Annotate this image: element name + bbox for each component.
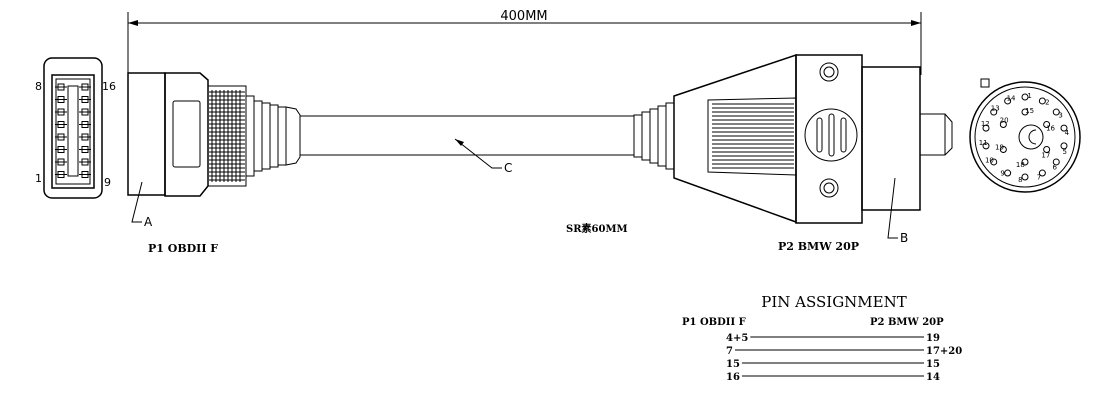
callout-b: B xyxy=(900,231,908,245)
round-pin: 20 xyxy=(1000,117,1009,128)
round-pin-label: 10 xyxy=(985,156,994,164)
round-pin-label: 1 xyxy=(1027,92,1031,100)
pin-assignment-row: 7 17+20 xyxy=(726,346,962,357)
round-pin-label: 3 xyxy=(1058,112,1062,120)
round-pin-label: 9 xyxy=(1000,170,1004,178)
p1-label: P1 OBDII F xyxy=(148,242,218,255)
length-dimension: 400MM xyxy=(127,9,922,75)
obd-pin xyxy=(79,171,91,178)
round-pin-label: 7 xyxy=(1037,174,1041,182)
obd-pin xyxy=(79,96,91,103)
callout-c: C xyxy=(504,161,512,175)
callouts: A B C xyxy=(131,138,908,245)
p2-label: P2 BMW 20P xyxy=(778,240,859,253)
p1-connector-body xyxy=(127,72,301,197)
pin-assignment-title: PIN ASSIGNMENT xyxy=(761,293,907,311)
obd-pin xyxy=(79,83,91,91)
round-pin-label: 13 xyxy=(991,104,1000,112)
obd-pin xyxy=(79,133,91,141)
obd-face-view: 8 16 1 9 xyxy=(35,57,116,199)
pin-label-9: 9 xyxy=(104,176,111,189)
round-pin-label: 6 xyxy=(1053,164,1058,172)
obd-pin xyxy=(55,121,67,128)
pin-row-right: 17+20 xyxy=(926,346,962,357)
obd-pin xyxy=(55,158,67,166)
pin-row-left: 16 xyxy=(726,372,740,383)
pin-row-right: 15 xyxy=(926,359,940,370)
obd-pin xyxy=(79,158,91,166)
round-pin: 9 xyxy=(1000,169,1012,178)
round-pin-label: 14 xyxy=(1007,94,1016,102)
pin-row-left: 15 xyxy=(726,359,740,370)
round-pin-label: 11 xyxy=(979,139,988,147)
pin-row-left: 4+5 xyxy=(726,333,748,344)
obd-pin xyxy=(55,108,67,116)
obd-pin xyxy=(55,96,67,103)
round-pin-label: 8 xyxy=(1018,176,1022,184)
pin-label-8: 8 xyxy=(35,80,42,93)
round-pin-label: 17 xyxy=(1041,151,1050,159)
round-pin: 3 xyxy=(1052,108,1063,120)
round-pin: 14 xyxy=(1004,94,1016,105)
round-pin-label: 18 xyxy=(1016,161,1025,169)
obd-pin xyxy=(79,146,91,153)
round-pin-label: 19 xyxy=(995,143,1004,151)
obd-pin xyxy=(55,83,67,91)
round-pin: 11 xyxy=(979,139,990,150)
round-pin: 13 xyxy=(990,104,1000,116)
round-pin: 10 xyxy=(985,156,998,166)
round-pin: 19 xyxy=(995,143,1007,153)
pin-row-right: 19 xyxy=(926,333,940,344)
pin-assignment-table: PIN ASSIGNMENT P1 OBDII F P2 BMW 20P 4+5… xyxy=(682,293,962,383)
round-pin-label: 20 xyxy=(1000,117,1009,125)
round-pin: 5 xyxy=(1060,142,1068,156)
round-pin: 17 xyxy=(1041,146,1050,159)
round-pin: 12 xyxy=(981,120,990,132)
pin-label-16: 16 xyxy=(102,80,116,93)
round-pin: 16 xyxy=(1043,121,1056,133)
round-pin: 8 xyxy=(1018,173,1029,184)
pin-row-left: 7 xyxy=(726,346,733,357)
callout-a: A xyxy=(144,215,153,229)
pin-row-right: 14 xyxy=(926,372,940,383)
round-pin: 7 xyxy=(1037,169,1046,182)
round-pin: 2 xyxy=(1038,97,1050,106)
obd-pin xyxy=(79,108,91,116)
round-pin-label: 15 xyxy=(1025,107,1034,115)
pin-assignment-row: 4+5 19 xyxy=(726,333,940,344)
round-pin-label: 12 xyxy=(981,120,990,128)
round-pin-label: 4 xyxy=(1065,129,1070,137)
round-pin: 18 xyxy=(1016,158,1029,169)
obd-pin xyxy=(55,146,67,153)
left-header: P1 OBDII F xyxy=(682,317,746,328)
right-header: P2 BMW 20P xyxy=(870,317,944,328)
round-pin-label: 5 xyxy=(1062,148,1066,156)
p2-connector-body xyxy=(633,53,953,224)
obd-pin xyxy=(55,171,67,178)
round-pin: 6 xyxy=(1053,158,1060,172)
length-label: 400MM xyxy=(500,9,547,24)
round-pin: 1 xyxy=(1021,92,1032,101)
pin-label-1: 1 xyxy=(35,172,42,185)
cable xyxy=(300,115,634,156)
cable-note: SR素60MM xyxy=(566,222,628,235)
round-pin: 4 xyxy=(1060,124,1070,137)
obd-pin xyxy=(79,121,91,128)
round-pin-label: 16 xyxy=(1046,125,1055,133)
round-pin: 15 xyxy=(1021,107,1034,116)
obd-pin xyxy=(55,133,67,141)
round-pin-label: 2 xyxy=(1045,98,1049,106)
